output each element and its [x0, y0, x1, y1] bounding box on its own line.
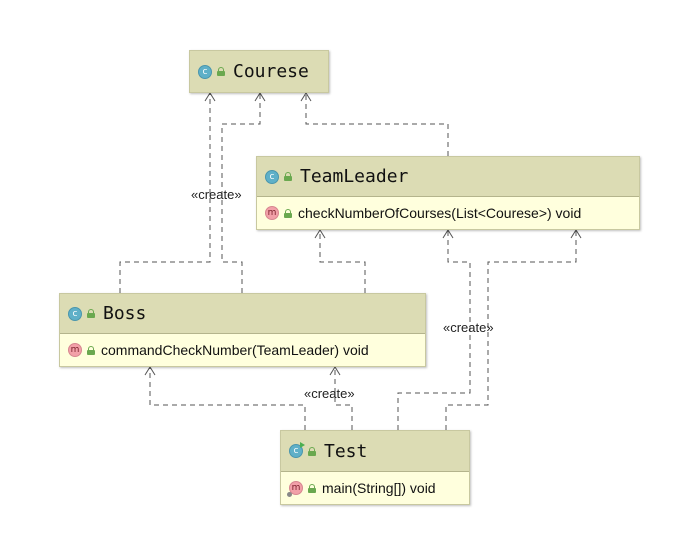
- edge-boss-courese-create: [221, 93, 261, 293]
- public-lock-icon: [284, 208, 292, 218]
- arrowhead: [442, 229, 454, 239]
- arrowhead: [300, 92, 312, 102]
- method-row[interactable]: m checkNumberOfCourses(List<Courese>) vo…: [257, 197, 639, 229]
- arrowhead: [314, 229, 326, 239]
- edge-test-teamleader-create: [445, 230, 577, 430]
- arrowhead: [254, 92, 266, 102]
- method-signature: main(String[]) void: [322, 480, 436, 496]
- class-name: TeamLeader: [300, 166, 409, 187]
- method-signature: commandCheckNumber(TeamLeader) void: [101, 342, 369, 358]
- method-signature: checkNumberOfCourses(List<Courese>) void: [298, 205, 582, 221]
- public-lock-icon: [87, 309, 95, 318]
- run-icon: [300, 442, 305, 448]
- class-icon: c: [198, 64, 212, 79]
- method-row[interactable]: m commandCheckNumber(TeamLeader) void: [60, 334, 425, 366]
- arrowhead: [329, 366, 341, 376]
- stereotype-label-boss-courese: «create»: [191, 187, 242, 202]
- stereotype-label-test-boss: «create»: [304, 386, 355, 401]
- static-icon: [287, 492, 292, 497]
- arrowhead: [570, 229, 582, 239]
- edge-test-boss-1: [149, 367, 306, 430]
- class-test[interactable]: c Test m main(String[]) void: [280, 430, 470, 505]
- class-name: Test: [324, 440, 368, 462]
- method-icon: m: [68, 343, 82, 357]
- class-header: c Test: [281, 431, 469, 472]
- edge-teamleader-courese: [305, 93, 449, 156]
- edge-boss-teamleader: [319, 230, 366, 293]
- stereotype-label-test-teamleader: «create»: [443, 320, 494, 335]
- edge-test-teamleader-1: [397, 230, 471, 430]
- class-header: c TeamLeader: [257, 157, 639, 197]
- public-lock-icon: [284, 172, 292, 181]
- public-lock-icon: [308, 446, 316, 456]
- class-boss[interactable]: c Boss m commandCheckNumber(TeamLeader) …: [59, 293, 426, 367]
- method-icon: m: [287, 481, 303, 497]
- class-header: c Boss: [60, 294, 425, 334]
- class-icon: c: [289, 442, 305, 458]
- method-badge-letter: m: [291, 483, 301, 493]
- class-name: Courese: [233, 61, 309, 82]
- public-lock-icon: [308, 483, 316, 493]
- edge-boss-courese-1: [119, 93, 211, 293]
- class-courese[interactable]: c Courese: [189, 50, 329, 93]
- class-icon: c: [265, 169, 279, 184]
- class-icon: c: [68, 306, 82, 321]
- method-icon: m: [265, 206, 279, 220]
- edge-test-boss-create: [334, 367, 353, 430]
- arrowhead: [204, 92, 216, 102]
- public-lock-icon: [217, 67, 225, 76]
- public-lock-icon: [87, 345, 95, 355]
- arrowhead: [144, 366, 156, 376]
- class-header: c Courese: [190, 51, 328, 92]
- class-teamleader[interactable]: c TeamLeader m checkNumberOfCourses(List…: [256, 156, 640, 230]
- method-row[interactable]: m main(String[]) void: [281, 472, 469, 504]
- class-badge-letter: c: [293, 446, 299, 456]
- class-name: Boss: [103, 303, 147, 324]
